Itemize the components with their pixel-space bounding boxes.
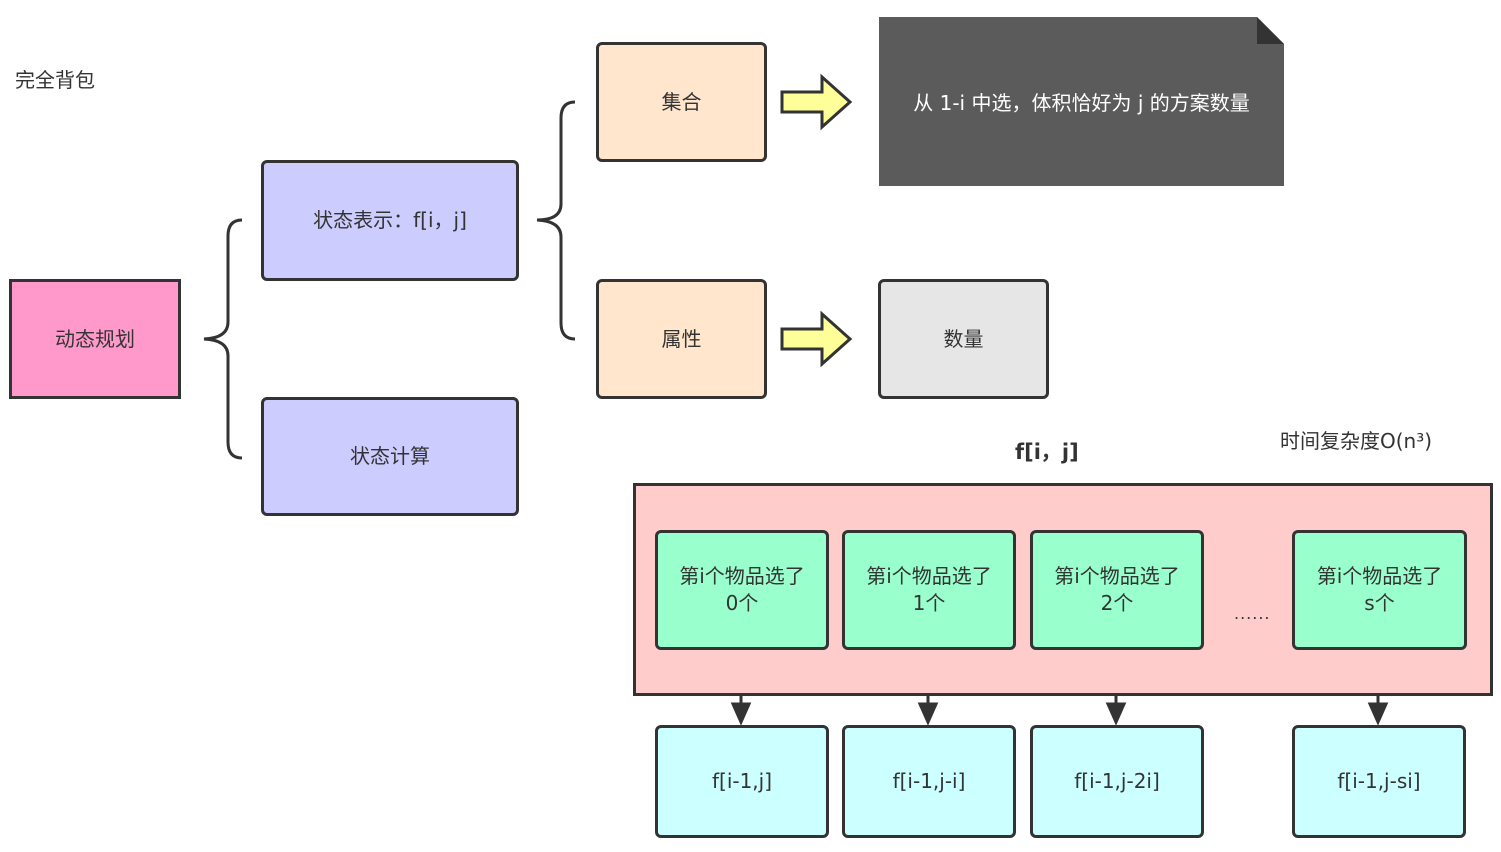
set-description-note[interactable]: 从 1-i 中选，体积恰好为 j 的方案数量 [879,17,1284,186]
result-label-1: f[i-1,j-i] [892,769,966,793]
page-title: 完全背包 [15,68,95,92]
state-representation-label: 状态表示：f[i，j] [313,208,467,232]
left-brace [203,218,243,460]
result-node-1[interactable]: f[i-1,j-i] [842,725,1016,838]
set-node[interactable]: 集合 [596,42,767,162]
choice-arrowhead-3 [1367,702,1389,726]
set-arrow-icon [780,73,853,131]
state-calculation-node[interactable]: 状态计算 [261,397,519,516]
attribute-node[interactable]: 属性 [596,279,767,399]
complexity-label: 时间复杂度O(n³) [1280,429,1433,453]
result-node-0[interactable]: f[i-1,j] [655,725,829,838]
attribute-value-node[interactable]: 数量 [878,279,1049,399]
choice-node-2[interactable]: 第i个物品选了 2个 [1030,530,1204,650]
state-calculation-label: 状态计算 [350,444,430,468]
choice-arrowhead-2 [1105,702,1127,726]
choice-node-0[interactable]: 第i个物品选了 0个 [655,530,829,650]
choice-arrowhead-0 [730,702,752,726]
choice-label-1: 第i个物品选了 1个 [866,564,992,615]
attribute-value-label: 数量 [943,326,984,351]
choice-node-1[interactable]: 第i个物品选了 1个 [842,530,1016,650]
result-label-0: f[i-1,j] [711,769,773,793]
result-node-2[interactable]: f[i-1,j-2i] [1030,725,1204,838]
calc-title: f[i，j] [1015,440,1079,464]
set-description-text: 从 1-i 中选，体积恰好为 j 的方案数量 [913,91,1250,115]
result-node-3[interactable]: f[i-1,j-si] [1292,725,1466,838]
result-label-2: f[i-1,j-2i] [1074,769,1160,793]
choice-label-2: 第i个物品选了 2个 [1054,564,1180,615]
choice-label-3: 第i个物品选了 s个 [1316,564,1443,615]
root-node-label: 动态规划 [55,326,135,351]
choice-arrowhead-1 [917,702,939,726]
right-brace [536,100,576,341]
result-label-3: f[i-1,j-si] [1337,769,1421,793]
attribute-node-label: 属性 [661,326,702,351]
choice-label-0: 第i个物品选了 0个 [679,564,805,615]
state-representation-node[interactable]: 状态表示：f[i，j] [261,160,519,281]
note-shape [879,17,1284,186]
choices-ellipsis: ...... [1234,604,1271,623]
attribute-arrow-icon [780,310,853,368]
set-node-label: 集合 [661,89,702,114]
root-node-dynamic-programming[interactable]: 动态规划 [9,279,181,399]
choice-node-3[interactable]: 第i个物品选了 s个 [1292,530,1467,650]
